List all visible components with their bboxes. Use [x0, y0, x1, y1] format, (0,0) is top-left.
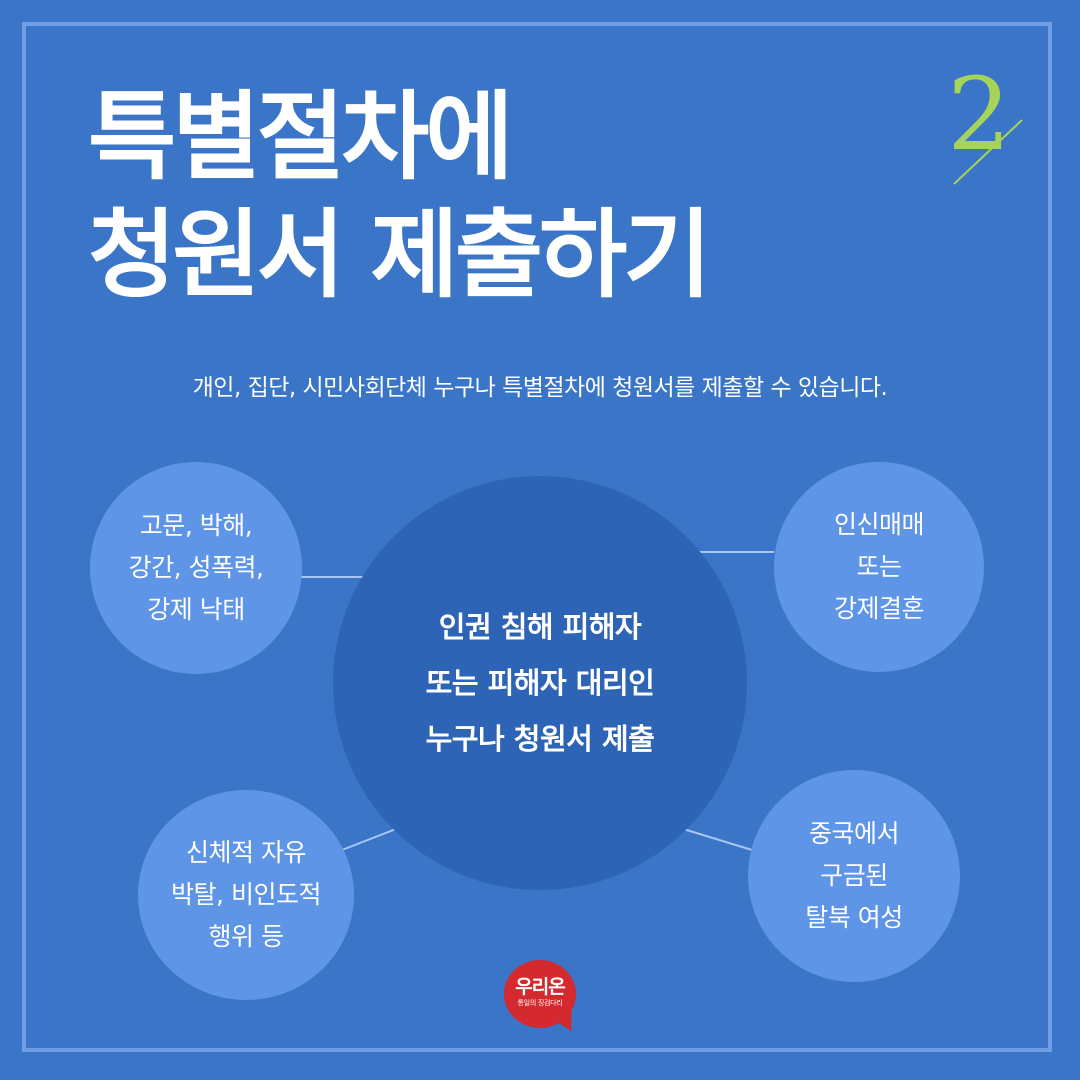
step-number: 2: [947, 56, 1011, 173]
page-title: 특별절차에 청원서 제출하기: [88, 78, 712, 314]
bubble-top-right-line-1: 인신매매: [833, 510, 925, 539]
center-circle: 인권 침해 피해자 또는 피해자 대리인 누구나 청원서 제출: [333, 476, 747, 890]
bubble-bottom-left: 신체적 자유 박탈, 비인도적 행위 등: [138, 790, 354, 1000]
bubble-bottom-right-line-1: 중국에서: [808, 819, 900, 848]
logo-name: 우리온: [515, 976, 565, 998]
center-line-1: 인권 침해 피해자: [438, 610, 642, 644]
bubble-bottom-left-line-2: 박탈, 비인도적: [171, 880, 321, 909]
bubble-top-right: 인신매매 또는 강제결혼: [774, 462, 984, 672]
step-number-badge: 2: [944, 60, 1028, 190]
bubble-top-right-line-3: 강제결혼: [833, 594, 925, 623]
center-line-3: 누구나 청원서 제출: [425, 722, 655, 756]
bubble-bottom-right-line-3: 탈북 여성: [805, 903, 903, 932]
bubble-bottom-left-line-1: 신체적 자유: [186, 838, 306, 867]
bubble-bottom-right: 중국에서 구금된 탈북 여성: [748, 770, 960, 982]
brand-logo: 우리온 통일의 징검다리: [504, 960, 582, 1037]
bubble-top-right-line-2: 또는: [856, 552, 902, 581]
bubble-bottom-left-line-3: 행위 등: [208, 922, 284, 951]
slash-icon: [953, 119, 1023, 185]
speech-bubble-icon: [504, 960, 576, 1028]
title-line-2: 청원서 제출하기: [88, 199, 712, 311]
subtitle: 개인, 집단, 시민사회단체 누구나 특별절차에 청원서를 제출할 수 있습니다…: [192, 375, 888, 401]
page-frame: [22, 22, 1052, 1052]
bubble-bottom-right-line-2: 구금된: [820, 861, 888, 890]
bubble-top-left-line-2: 강간, 성폭력,: [128, 553, 264, 582]
bubble-top-left: 고문, 박해, 강간, 성폭력, 강제 낙태: [90, 462, 302, 674]
bubble-top-left-line-3: 강제 낙태: [147, 595, 245, 624]
title-line-1: 특별절차에: [88, 81, 514, 193]
logo-tagline: 통일의 징검다리: [517, 999, 563, 1007]
bubble-top-left-line-1: 고문, 박해,: [139, 511, 253, 540]
center-line-2: 또는 피해자 대리인: [425, 666, 655, 700]
